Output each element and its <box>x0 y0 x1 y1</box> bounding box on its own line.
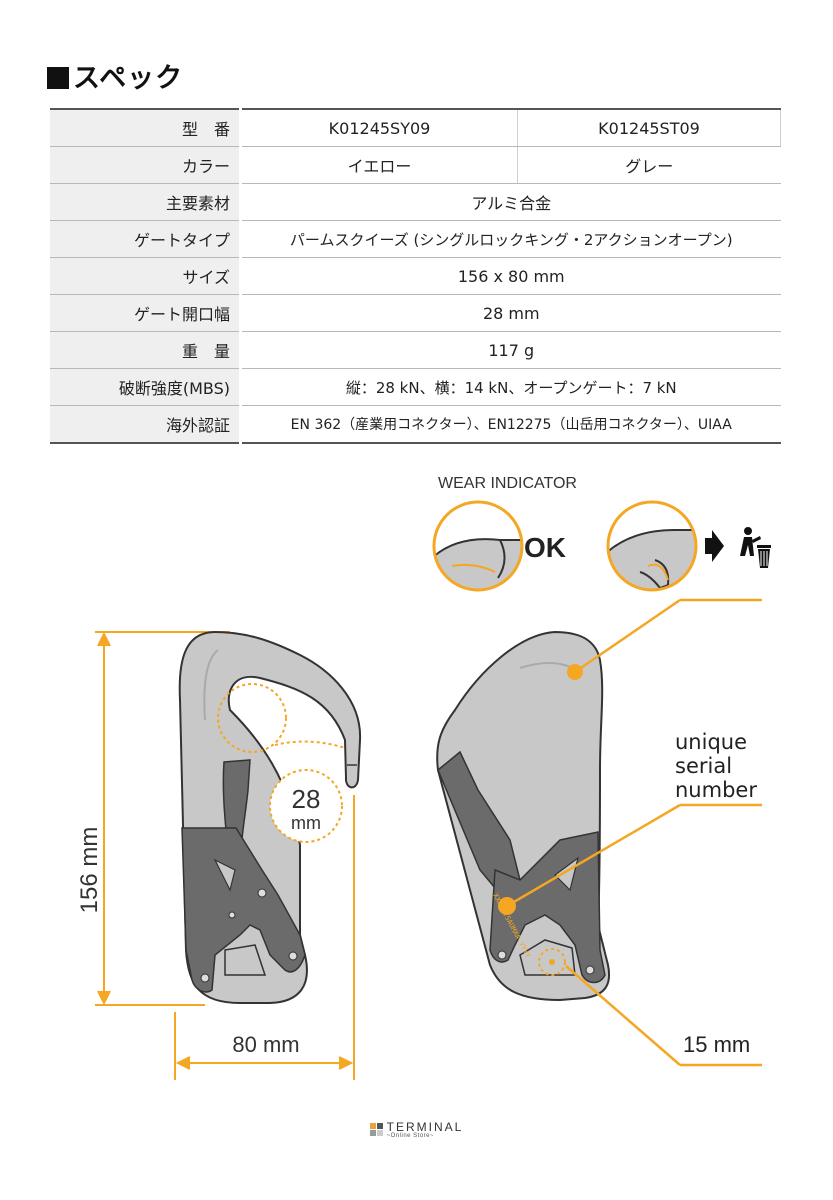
gate-value: 28 <box>292 784 321 814</box>
row-value: 縦：28 kN、横：14 kN、オープンゲート：7 kN <box>240 368 781 406</box>
brand-logo: TERMINAL ~Online Store~ <box>369 1119 464 1139</box>
row-label: 破断強度(MBS) <box>50 368 242 406</box>
row-value: パームスクイーズ (シングルロックキング・2アクションオープン) <box>240 220 781 258</box>
hole-pointer <box>538 948 762 1067</box>
serial-label-line2: serial <box>675 754 732 778</box>
table-row: サイズ 156 x 80 mm <box>50 257 781 295</box>
row-label: カラー <box>50 146 242 184</box>
row-value: EN 362（産業用コネクター）、EN12275（山岳用コネクター）、UIAA <box>240 405 781 444</box>
footer: TERMINAL ~Online Store~ <box>0 1114 833 1139</box>
section-heading: スペック <box>47 56 183 95</box>
trash-disposal-icon <box>740 527 771 568</box>
arrow-right-icon <box>705 530 724 562</box>
brand-name: TERMINAL <box>386 1119 464 1134</box>
height-label: 156 mm <box>76 827 103 914</box>
hole-label: 15 mm <box>683 1032 750 1057</box>
table-row: 型 番 K01245SY09 K01245ST09 <box>50 108 781 147</box>
row-value: 28 mm <box>240 294 781 332</box>
table-row: ゲートタイプ パームスクイーズ (シングルロックキング・2アクションオープン) <box>50 220 781 258</box>
row-label: 重 量 <box>50 331 242 369</box>
heading-square-icon <box>47 67 69 89</box>
carabiner-right: XXXXX.SAUMXA.YYYY <box>436 630 610 1002</box>
row-value: 117 g <box>240 331 781 369</box>
row-value: K01245SY09 <box>240 108 518 147</box>
brand-tagline: ~Online Store~ <box>386 1132 435 1139</box>
table-row: ゲート開口幅 28 mm <box>50 294 781 332</box>
table-row: カラー イエロー グレー <box>50 146 781 184</box>
row-value: アルミ合金 <box>240 183 781 221</box>
row-label: ゲート開口幅 <box>50 294 242 332</box>
wear-pointer <box>567 598 762 680</box>
wear-indicator-worn-circle <box>606 500 698 592</box>
carabiner-left <box>178 630 362 1004</box>
table-row: 破断強度(MBS) 縦：28 kN、横：14 kN、オープンゲート：7 kN <box>50 368 781 406</box>
row-label: 主要素材 <box>50 183 242 221</box>
gate-opening-badge <box>269 769 343 843</box>
width-dimension <box>174 795 355 1080</box>
spec-table: 型 番 K01245SY09 K01245ST09 カラー イエロー グレー 主… <box>50 108 781 444</box>
row-value: グレー <box>517 146 781 184</box>
wear-indicator-title: WEAR INDICATOR <box>438 475 577 492</box>
ok-label: OK <box>524 532 566 563</box>
brand-logo-icon <box>369 1123 383 1136</box>
serial-label-line3: number <box>675 778 757 802</box>
row-value: イエロー <box>240 146 518 184</box>
row-value: 156 x 80 mm <box>240 257 781 295</box>
table-row: 海外認証 EN 362（産業用コネクター）、EN12275（山岳用コネクター）、… <box>50 405 781 444</box>
row-label: 型 番 <box>50 108 242 147</box>
gate-opening-dotted-circle <box>217 683 287 753</box>
height-dimension <box>95 631 230 1006</box>
width-label: 80 mm <box>232 1032 299 1057</box>
gate-unit: mm <box>291 813 321 833</box>
row-label: ゲートタイプ <box>50 220 242 258</box>
table-row: 重 量 117 g <box>50 331 781 369</box>
row-value: K01245ST09 <box>517 108 781 147</box>
section-title: スペック <box>73 63 184 94</box>
row-label: サイズ <box>50 257 242 295</box>
row-label: 海外認証 <box>50 405 242 444</box>
wear-indicator-ok-circle <box>432 500 524 592</box>
serial-label-line1: unique <box>675 730 747 754</box>
serial-pointer <box>498 803 762 915</box>
carabiner-diagram: WEAR INDICATOR OK 156 mm <box>76 475 771 1080</box>
table-row: 主要素材 アルミ合金 <box>50 183 781 221</box>
